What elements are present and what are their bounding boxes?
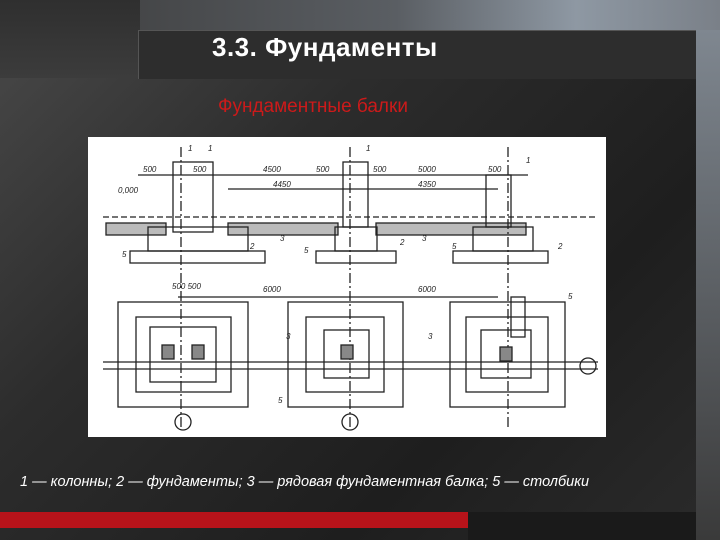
callout-3-c: 3 (286, 332, 291, 341)
callout-1-c: 1 (366, 144, 370, 153)
footer-accent-bar (0, 512, 468, 528)
callout-5-b: 5 (304, 246, 309, 255)
callout-2-a: 2 (249, 242, 255, 251)
callout-5-c: 5 (452, 242, 457, 251)
dim-4350: 4350 (418, 180, 436, 189)
dim-500-b: 500 (193, 165, 207, 174)
dim-500-d: 500 (373, 165, 387, 174)
header-corner-block (0, 0, 140, 78)
slide-subtitle: Фундаментные балки (218, 96, 408, 117)
slide-title: 3.3. Фундаменты (212, 32, 438, 62)
callout-1-b: 1 (208, 144, 212, 153)
figure-caption: 1 — колонны; 2 — фундаменты; 3 — рядовая… (20, 474, 590, 490)
callout-2-b: 2 (399, 238, 405, 247)
right-edge-strip (696, 30, 720, 540)
title-box (138, 30, 699, 79)
callout-3-b: 3 (422, 234, 427, 243)
dim-500-a: 500 (143, 165, 157, 174)
dim-4500: 4500 (263, 165, 281, 174)
dim-5000: 5000 (418, 165, 436, 174)
foundation-drawing: 500 500 4500 500 500 5000 500 4450 4350 … (88, 137, 606, 437)
dim-plan-6000-a: 6000 (263, 285, 281, 294)
callout-5-d: 5 (568, 292, 573, 301)
dim-4450: 4450 (273, 180, 291, 189)
dim-plan-6000-b: 6000 (418, 285, 436, 294)
callout-5-a: 5 (122, 250, 127, 259)
callout-2-c: 2 (557, 242, 563, 251)
foundation-drawing-svg: 500 500 4500 500 500 5000 500 4450 4350 … (103, 144, 598, 431)
callout-5-e: 5 (278, 396, 283, 405)
callout-3-d: 3 (428, 332, 433, 341)
callout-1-a: 1 (188, 144, 192, 153)
footer-dark-block (468, 512, 696, 540)
callout-1-d: 1 (526, 156, 530, 165)
dim-plan-small: 500 500 (172, 282, 201, 291)
level-mark: 0,000 (118, 186, 139, 195)
dim-500-c: 500 (316, 165, 330, 174)
dim-500-e: 500 (488, 165, 502, 174)
callout-3-a: 3 (280, 234, 285, 243)
